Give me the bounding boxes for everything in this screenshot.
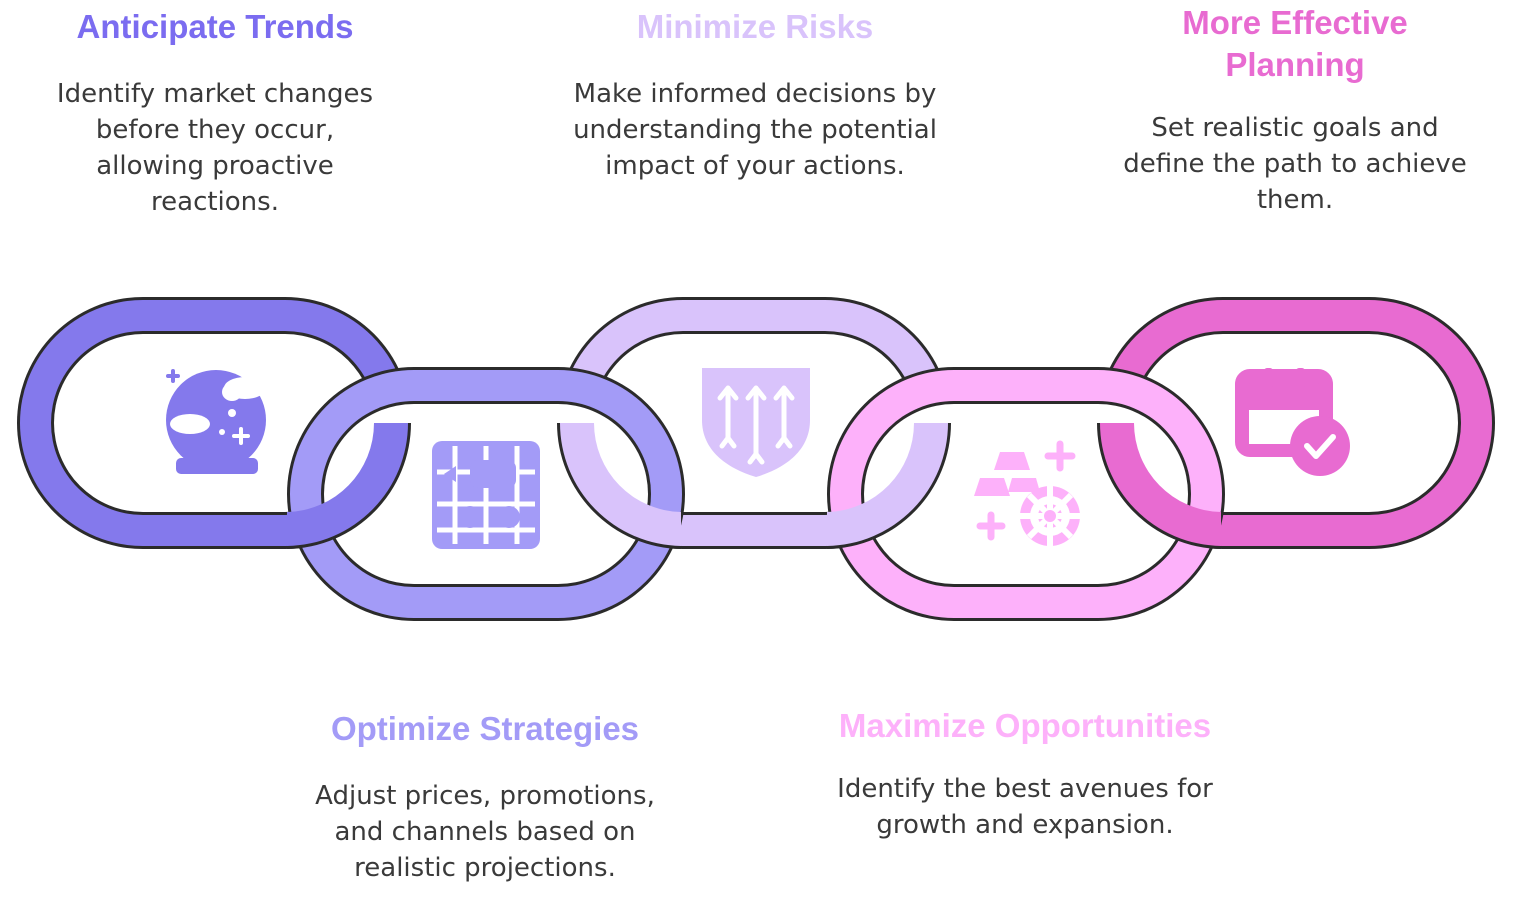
- calendar-check-icon: [1235, 368, 1350, 476]
- chain-link-1-overlap: [285, 423, 411, 549]
- step-description: Set realistic goals and define the path …: [1123, 113, 1467, 215]
- chain-link-3-overlap: [557, 423, 951, 549]
- step-description: Identify the best avenues for growth and…: [837, 774, 1213, 840]
- step-title: Maximize Opportunities: [838, 707, 1212, 744]
- step-description: Adjust prices, promotions, and channels …: [315, 781, 655, 883]
- step-title: Minimize Risks: [636, 8, 874, 45]
- step-minimize-risks: Minimize Risks Make informed decisions b…: [570, 6, 940, 184]
- crystal-ball-icon: [166, 369, 266, 474]
- step-title: More Effective Planning: [1182, 4, 1408, 83]
- step-title: Optimize Strategies: [330, 710, 640, 747]
- step-maximize-opportunities: Maximize Opportunities Identify the best…: [830, 705, 1220, 843]
- step-anticipate-trends: Anticipate Trends Identify market change…: [40, 6, 390, 220]
- step-optimize-strategies: Optimize Strategies Adjust prices, promo…: [290, 708, 680, 886]
- gold-bars-coin-icon: [974, 440, 1080, 546]
- strategy-board-icon: [432, 441, 540, 549]
- step-description: Make informed decisions by understanding…: [573, 79, 937, 181]
- chain-link-5-overlap: [1097, 423, 1221, 549]
- step-title: Anticipate Trends: [76, 8, 354, 45]
- shield-arrows-icon: [702, 368, 810, 477]
- step-description: Identify market changes before they occu…: [56, 79, 374, 217]
- step-effective-planning: More Effective Planning Set realistic go…: [1110, 2, 1480, 218]
